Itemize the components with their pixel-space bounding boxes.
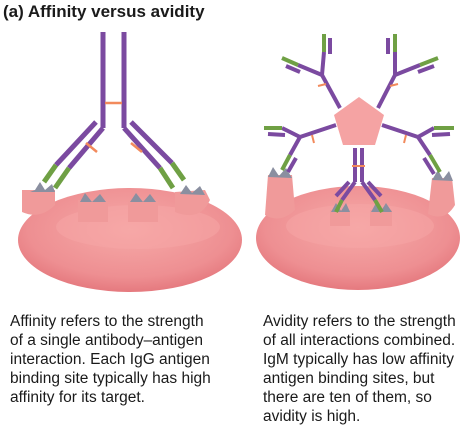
caption-line: Avidity refers to the strength [263,313,456,330]
caption-line: binding site typically has high [10,370,211,387]
caption-line: antigen binding sites, but [263,370,435,387]
caption-line: IgM typically has low affinity [263,351,454,368]
epitopes-left [30,182,205,202]
caption-line: of a single antibody–antigen [10,332,204,349]
antigen-cell-left [18,188,242,292]
figure-title: (a) Affinity versus avidity [3,2,205,21]
caption-line: avidity is high. [263,408,361,425]
epitopes-right [268,167,453,212]
pentamer-core [334,97,384,145]
igm-pentamer [264,34,454,214]
igg-antibody [41,32,187,190]
caption-line: interaction. Each IgG antigen [10,351,210,368]
caption-line: Affinity refers to the strength [10,313,204,330]
caption-line: of all interactions combined. [263,332,456,349]
antigen-cell-right [256,175,460,290]
caption-line: there are ten of them, so [263,389,432,406]
avidity-caption: Avidity refers to the strength of all in… [263,312,456,426]
caption-line: affinity for its target. [10,389,145,406]
affinity-caption: Affinity refers to the strength of a sin… [10,312,211,407]
